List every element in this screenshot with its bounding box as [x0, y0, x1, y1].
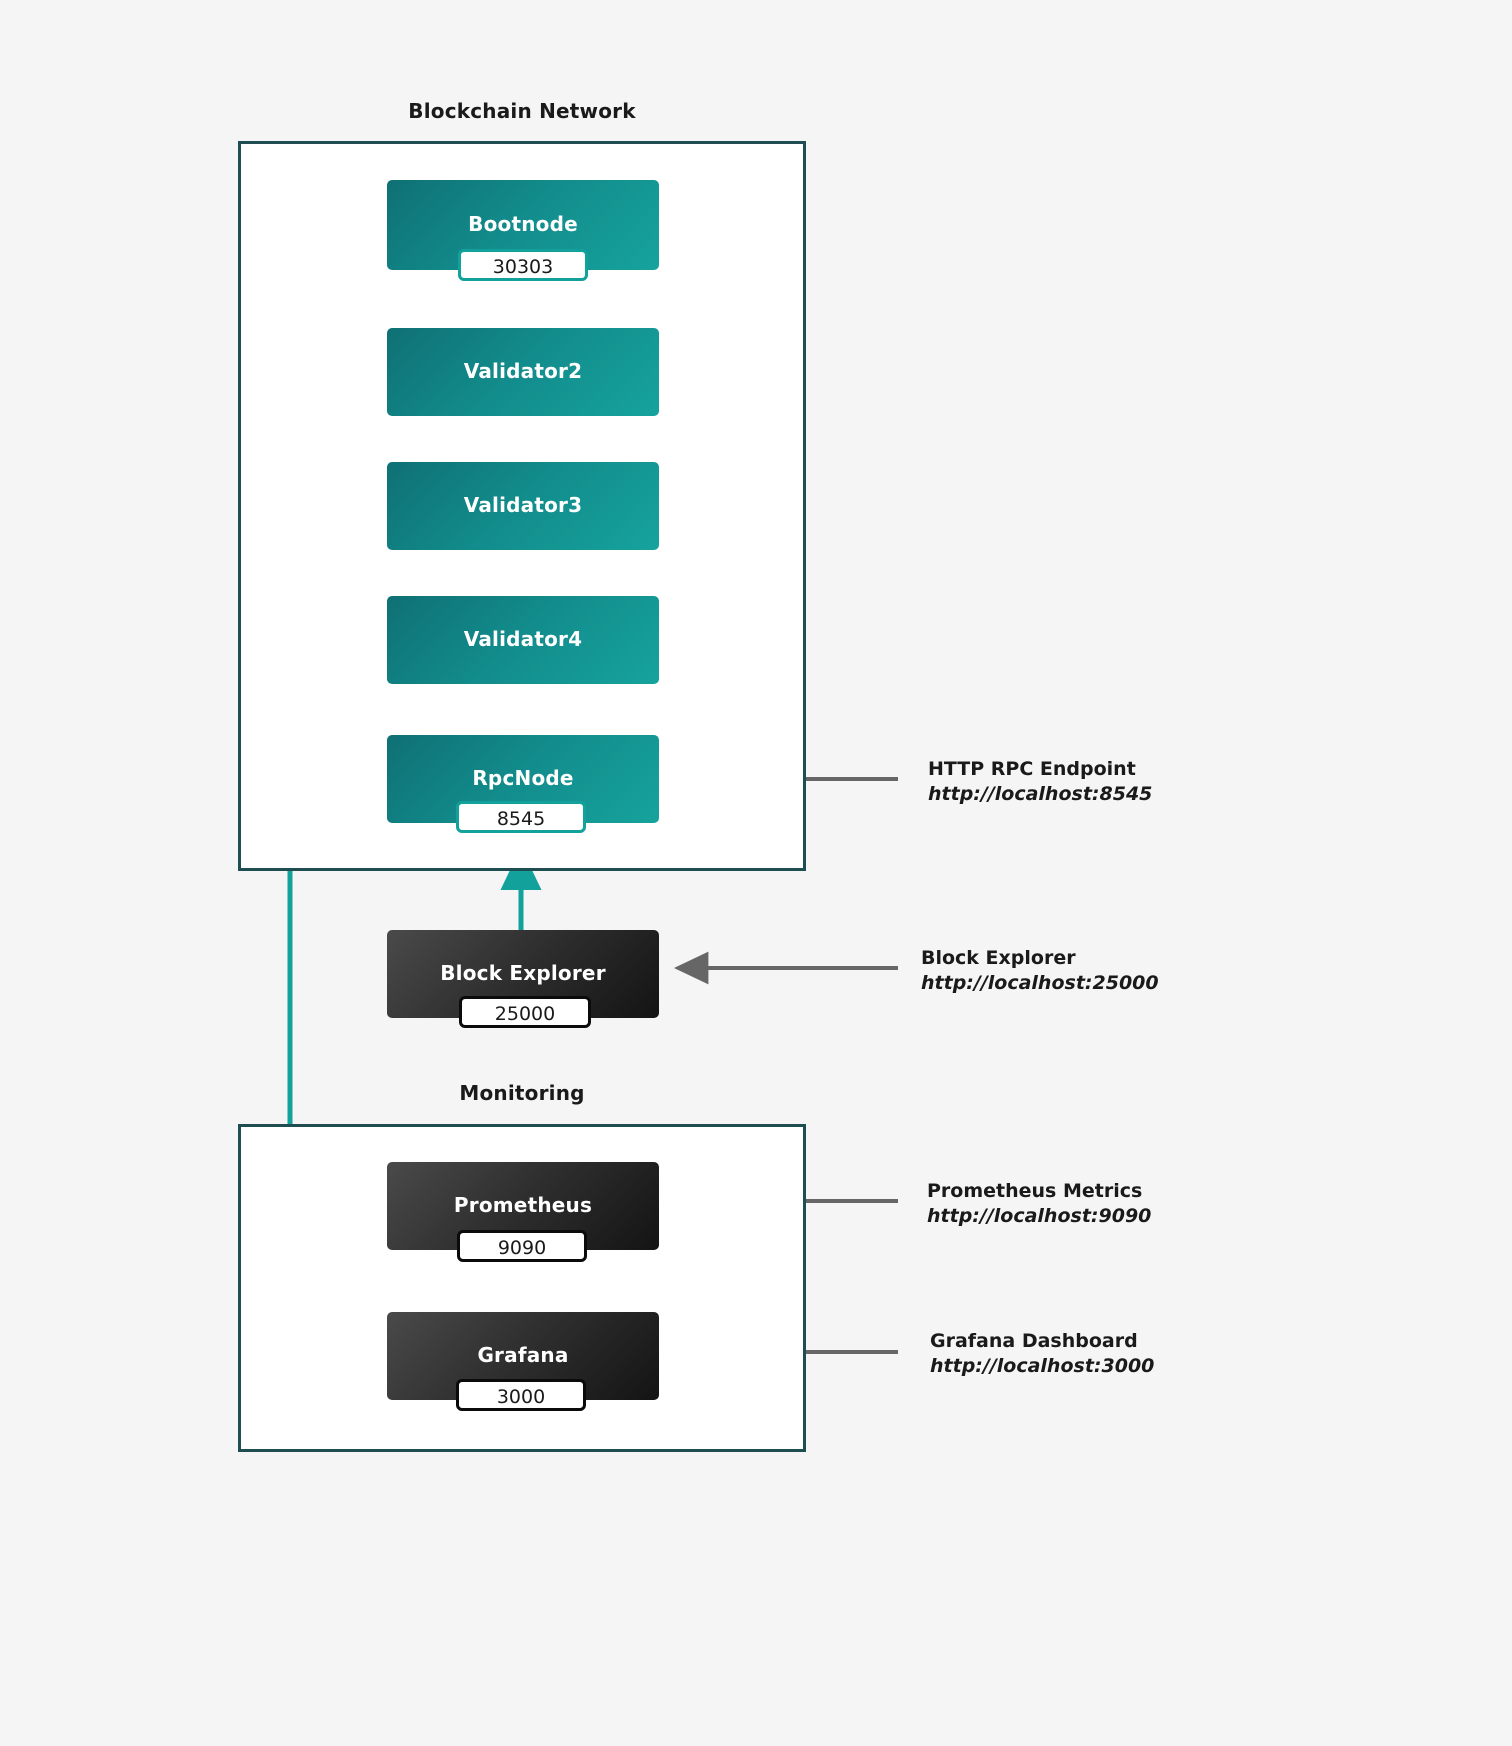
group-title-blockchain-network: Blockchain Network [408, 99, 636, 123]
node-prometheus-label: Prometheus [453, 1193, 593, 1217]
annotation-block-explorer: Block Explorer http://localhost:25000 [921, 946, 1159, 995]
node-bootnode-port-badge: 30303 [458, 249, 588, 281]
annotation-grafana-url[interactable]: http://localhost:3000 [930, 1354, 1155, 1377]
annotation-block-explorer-title: Block Explorer [921, 947, 1076, 969]
annotation-prometheus-title: Prometheus Metrics [927, 1180, 1143, 1202]
group-title-monitoring: Monitoring [459, 1081, 585, 1105]
node-block-explorer[interactable]: Block Explorer [387, 930, 659, 1018]
annotation-rpc-endpoint-url[interactable]: http://localhost:8545 [928, 782, 1153, 805]
node-rpcnode-port-badge: 8545 [456, 801, 586, 833]
annotation-grafana-title: Grafana Dashboard [930, 1330, 1138, 1352]
node-validator4[interactable]: Validator4 [387, 596, 659, 684]
node-grafana-port-badge: 3000 [456, 1379, 586, 1411]
annotation-prometheus-url[interactable]: http://localhost:9090 [927, 1204, 1152, 1227]
node-validator3[interactable]: Validator3 [387, 462, 659, 550]
annotation-block-explorer-url[interactable]: http://localhost:25000 [921, 971, 1159, 994]
node-validator4-label: Validator4 [463, 627, 583, 651]
node-block-explorer-label: Block Explorer [440, 961, 606, 985]
node-validator2-label: Validator2 [463, 359, 583, 383]
node-validator2[interactable]: Validator2 [387, 328, 659, 416]
annotation-rpc-endpoint-title: HTTP RPC Endpoint [928, 758, 1136, 780]
node-bootnode-label: Bootnode [468, 212, 578, 236]
node-grafana-label: Grafana [477, 1343, 569, 1367]
node-prometheus-port-badge: 9090 [457, 1230, 587, 1262]
node-block-explorer-port-badge: 25000 [459, 996, 591, 1028]
node-validator3-label: Validator3 [463, 493, 583, 517]
node-rpcnode-label: RpcNode [472, 766, 574, 790]
annotation-grafana: Grafana Dashboard http://localhost:3000 [930, 1329, 1154, 1378]
annotation-prometheus: Prometheus Metrics http://localhost:9090 [927, 1179, 1151, 1228]
annotation-rpc-endpoint: HTTP RPC Endpoint http://localhost:8545 [928, 757, 1152, 806]
